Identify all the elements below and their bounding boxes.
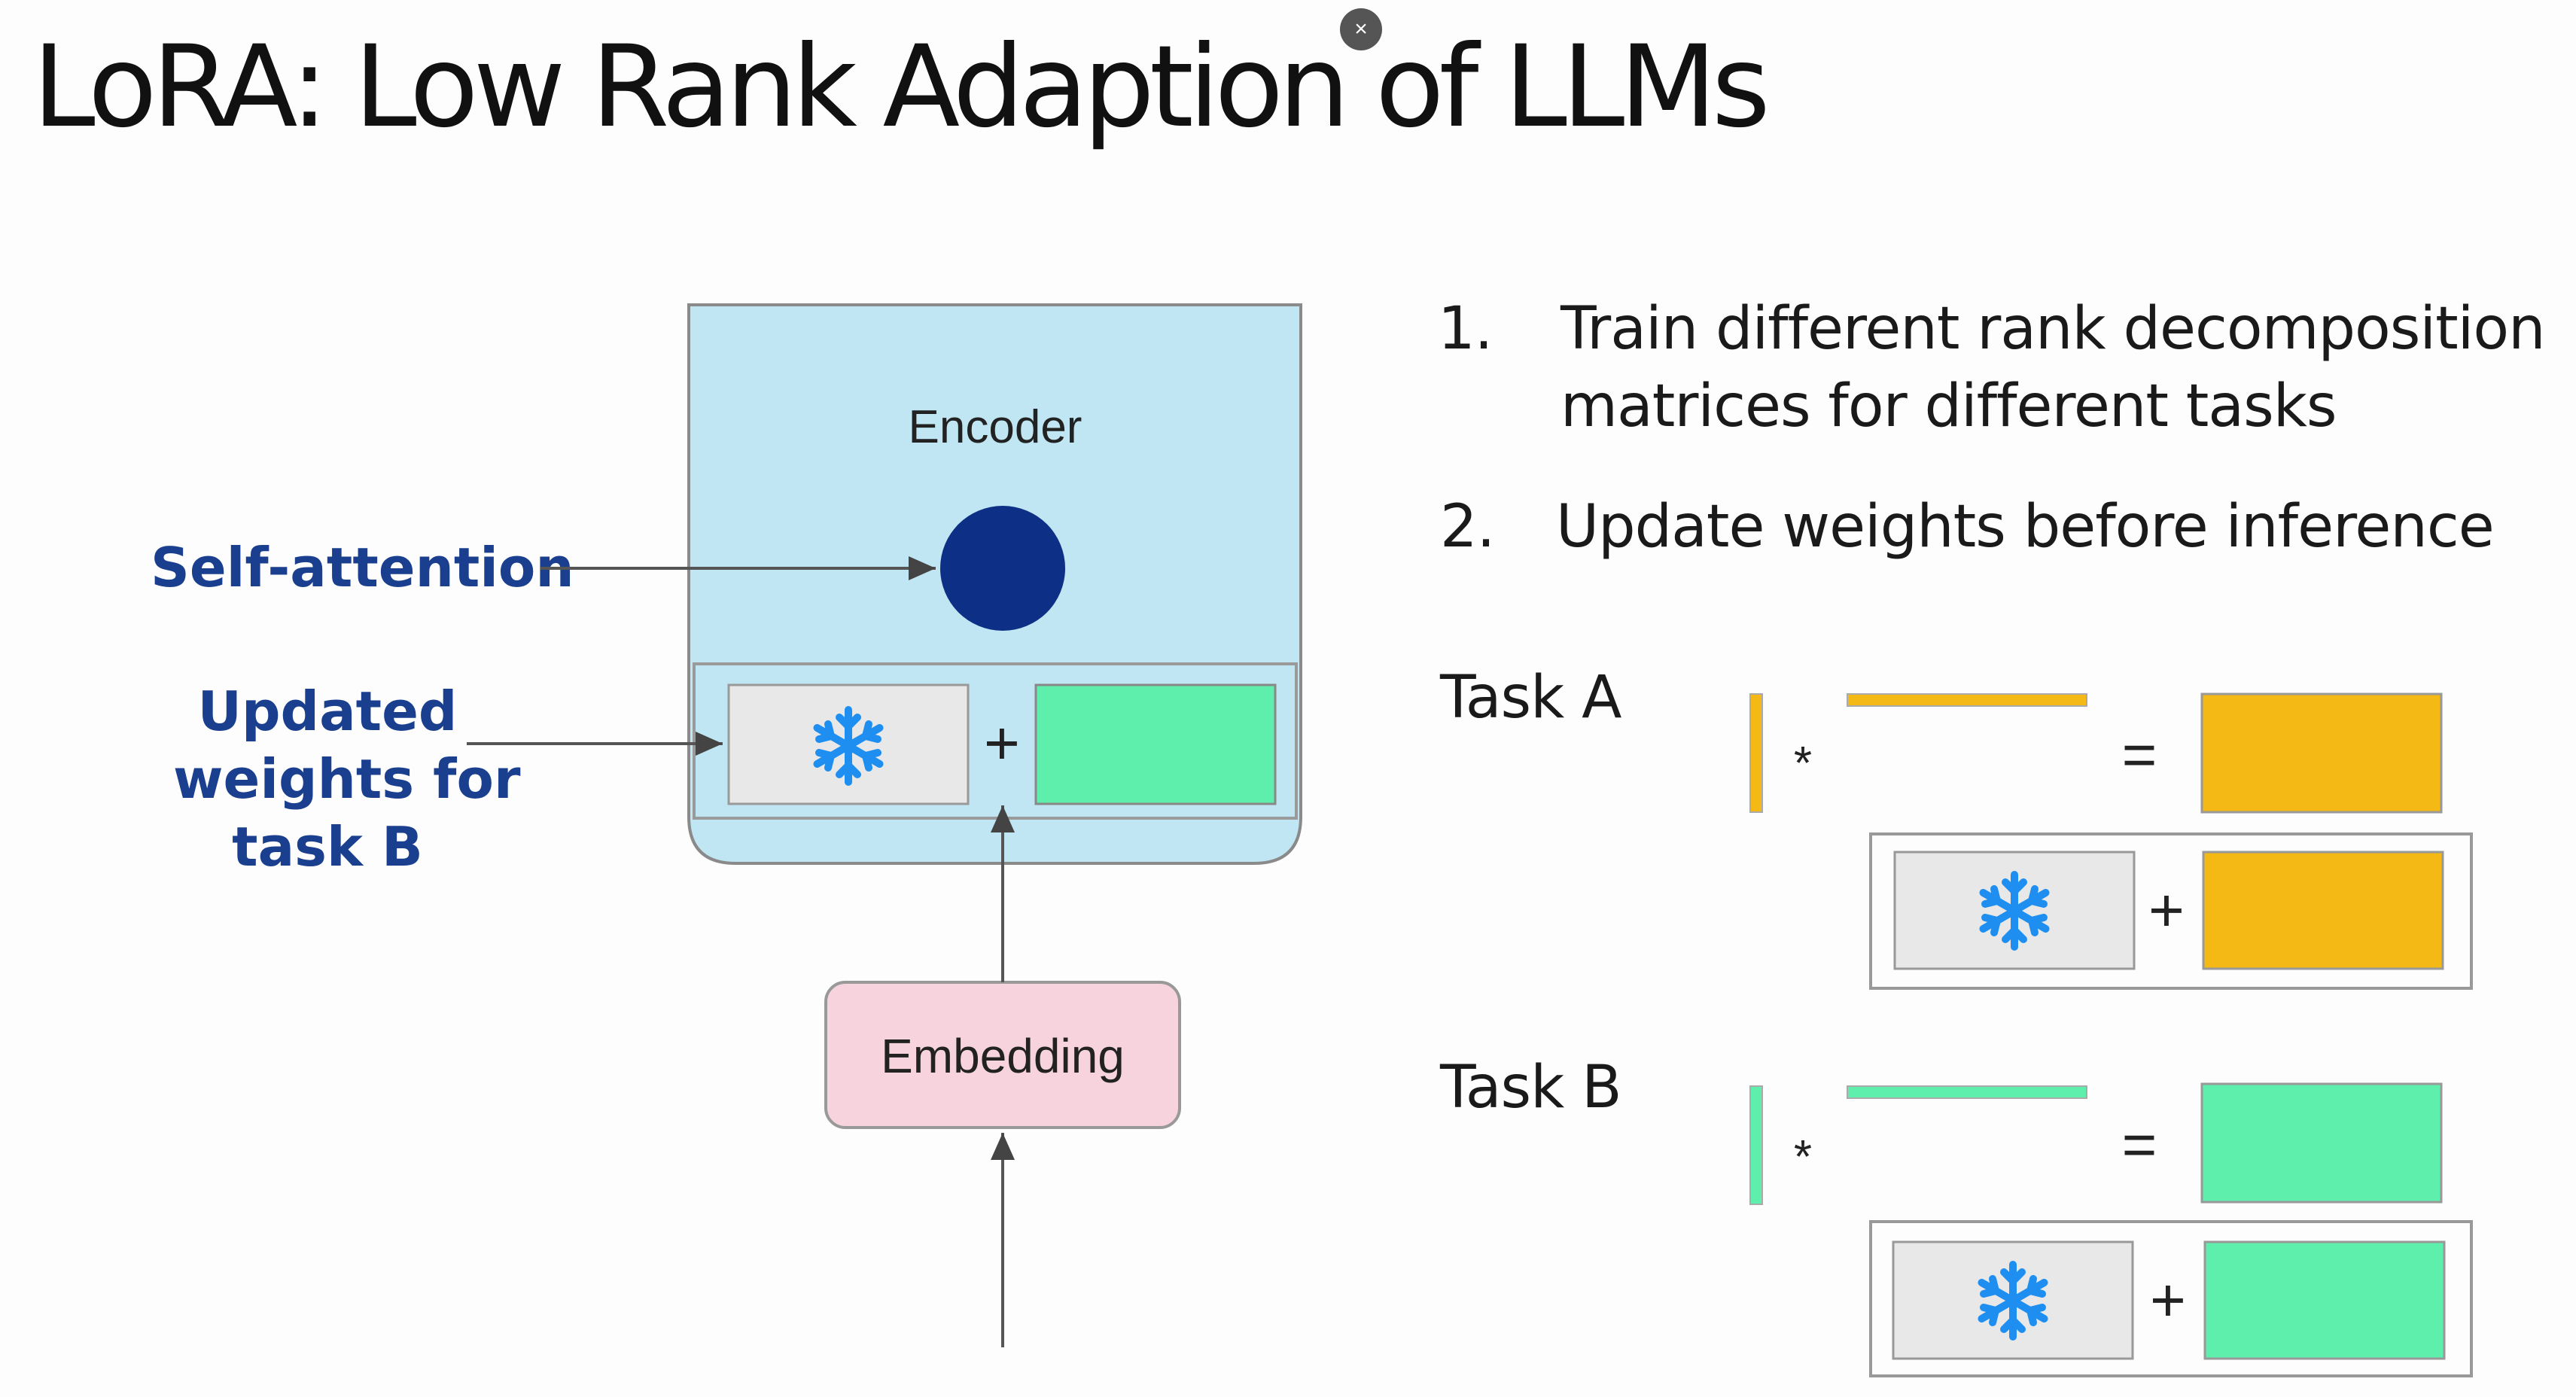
self-attention-node: [940, 506, 1065, 631]
task-b-plus: +: [2150, 1266, 2186, 1335]
embedding-label: Embedding: [881, 1029, 1125, 1083]
task-a-equation: * =: [1749, 692, 2443, 814]
task-b-update: +: [1869, 1220, 2473, 1377]
slide-title: LoRA: Low Rank Adaption of LLMs: [32, 22, 1771, 153]
close-button[interactable]: ×: [1340, 8, 1382, 50]
updated-weights-label: Updated weights for task B: [173, 677, 521, 881]
task-b-equals: =: [2122, 1111, 2157, 1178]
task-b-matrix-b: [1749, 1085, 1763, 1205]
updated-weights-line-3: task B: [232, 815, 423, 878]
task-a-equals: =: [2122, 721, 2157, 788]
task-a-multiply: *: [1794, 738, 1812, 790]
list-item-1-line-1: Train different rank decomposition: [1561, 295, 2546, 363]
updated-weights-line-1: Updated: [197, 680, 458, 743]
task-a-matrix-a: [1847, 693, 2087, 707]
task-b-delta-weights: [2200, 1082, 2443, 1204]
updated-weights-line-2: weights for: [173, 747, 521, 811]
task-b-equation: * =: [1749, 1082, 2443, 1205]
encoder-weight-row: +: [693, 662, 1298, 820]
task-b-matrix-a: [1847, 1085, 2087, 1099]
plus-sign: +: [984, 709, 1020, 778]
list-item-1-line-2: matrices for different tasks: [1561, 373, 2337, 440]
task-b-adapter-box: [2203, 1240, 2446, 1360]
task-a-delta-weights: [2200, 692, 2443, 814]
task-a-update: +: [1869, 832, 2473, 990]
list-item-1-number: 1.: [1438, 295, 1493, 363]
list-item-2-line-1: Update weights before inference: [1556, 493, 2495, 561]
task-b-multiply: *: [1794, 1131, 1812, 1183]
task-a-label: Task A: [1440, 664, 1621, 732]
task-b-weights-box: [1034, 683, 1277, 805]
task-a-plus: +: [2148, 876, 2185, 945]
task-a-matrix-b: [1749, 693, 1763, 813]
list-item-2-number: 2.: [1440, 493, 1495, 561]
task-a-adapter-box: [2202, 851, 2444, 970]
encoder-label: Encoder: [909, 401, 1082, 453]
task-b-label: Task B: [1440, 1054, 1622, 1122]
self-attention-label: Self-attention: [151, 536, 574, 599]
